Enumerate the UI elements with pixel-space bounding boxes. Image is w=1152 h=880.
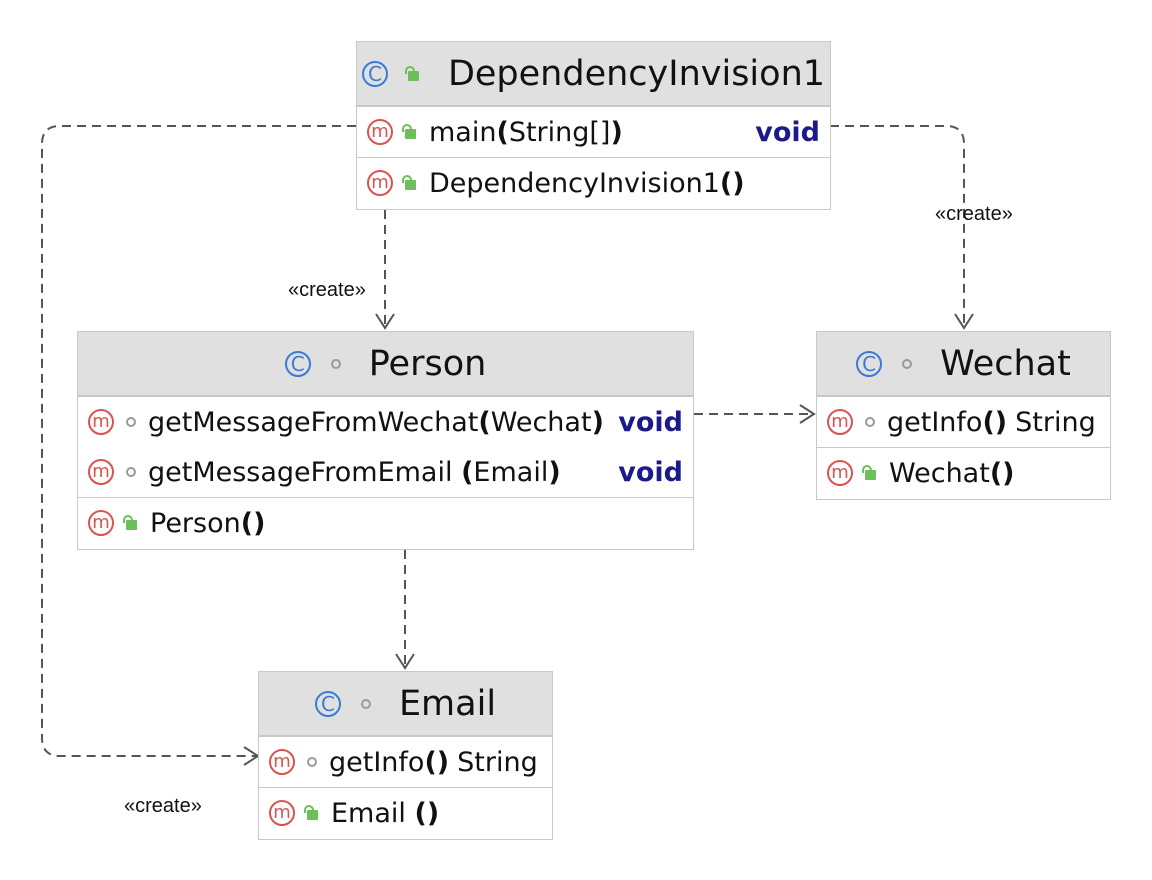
package-visibility-icon xyxy=(126,467,136,477)
class-header: C DependencyInvision1 xyxy=(357,42,830,106)
constructor-name: DependencyInvision1 xyxy=(429,167,720,199)
constructor-row[interactable]: m DependencyInvision1() xyxy=(357,158,830,208)
method-params: String[] xyxy=(508,116,611,148)
class-header: C Wechat xyxy=(817,332,1110,396)
class-dependencyinvision1[interactable]: C DependencyInvision1 m main(String[]) v… xyxy=(356,41,831,210)
class-wechat[interactable]: C Wechat m getInfo() String m Wechat() xyxy=(816,331,1111,500)
edge-dependency-to-email xyxy=(41,125,356,757)
edge-arrowhead xyxy=(375,313,395,330)
public-visibility-icon xyxy=(861,465,877,481)
class-email[interactable]: C Email m getInfo() String m Email () xyxy=(258,671,553,840)
public-visibility-icon xyxy=(122,515,138,531)
class-header: C Person xyxy=(78,332,693,396)
methods-section: m getInfo() String xyxy=(817,396,1110,447)
package-visibility-icon xyxy=(330,358,341,369)
edge-label-create-person: «create» xyxy=(288,279,366,301)
parens: () xyxy=(414,797,440,829)
package-visibility-icon xyxy=(360,698,371,709)
method-icon: m xyxy=(88,409,114,435)
method-row[interactable]: m getInfo() String xyxy=(817,397,1110,447)
class-name: Wechat xyxy=(940,343,1071,384)
class-name: Email xyxy=(398,683,497,724)
close-paren: ) xyxy=(548,456,561,488)
method-row[interactable]: m main(String[]) void xyxy=(357,107,830,157)
method-icon: m xyxy=(88,510,114,536)
parens: () xyxy=(240,507,266,539)
method-return-type: String xyxy=(457,746,538,778)
edge-label-create-wechat: «create» xyxy=(935,203,1013,225)
constructors-section: m Wechat() xyxy=(817,447,1110,498)
methods-section: m getInfo() String xyxy=(259,736,552,787)
class-header: C Email xyxy=(259,672,552,736)
public-visibility-icon xyxy=(404,65,420,82)
edge-label-create-email: «create» xyxy=(124,795,202,817)
constructor-name: Person xyxy=(150,507,241,539)
method-icon: m xyxy=(88,459,114,485)
method-icon: m xyxy=(367,170,393,196)
close-paren: ) xyxy=(610,116,623,148)
method-icon: m xyxy=(827,409,853,435)
method-row[interactable]: m getInfo() String xyxy=(259,737,552,787)
open-paren: ( xyxy=(461,456,474,488)
method-name: getMessageFromWechat xyxy=(148,406,479,438)
method-name: main xyxy=(429,116,497,148)
constructor-name: Email xyxy=(331,797,415,829)
constructor-row[interactable]: m Person() xyxy=(78,498,693,548)
edge-dependency-to-wechat xyxy=(830,125,965,326)
method-icon: m xyxy=(367,119,393,145)
public-visibility-icon xyxy=(401,175,417,191)
class-icon: C xyxy=(284,350,311,377)
package-visibility-icon xyxy=(307,757,317,767)
package-visibility-icon xyxy=(865,417,875,427)
constructor-row[interactable]: m Wechat() xyxy=(817,448,1110,498)
class-icon: C xyxy=(314,690,341,717)
method-params: Wechat xyxy=(490,406,592,438)
open-paren: ( xyxy=(496,116,509,148)
edge-arrowhead xyxy=(395,653,415,670)
method-name: getMessageFromEmail xyxy=(148,456,462,488)
constructors-section: m DependencyInvision1() xyxy=(357,157,830,208)
class-name: DependencyInvision1 xyxy=(447,53,826,94)
method-return-type: String xyxy=(1015,406,1096,438)
methods-section: m main(String[]) void xyxy=(357,106,830,157)
close-paren: ) xyxy=(591,406,604,438)
constructors-section: m Person() xyxy=(78,497,693,548)
method-icon: m xyxy=(827,460,853,486)
package-visibility-icon xyxy=(126,417,136,427)
method-return-type: void xyxy=(755,116,820,148)
method-row[interactable]: m getMessageFromWechat(Wechat) void xyxy=(78,397,693,447)
methods-section: m getMessageFromWechat(Wechat) void m ge… xyxy=(78,396,693,497)
parens: () xyxy=(424,746,450,778)
class-icon: C xyxy=(361,60,388,87)
parens: () xyxy=(982,406,1008,438)
edge-arrowhead xyxy=(799,404,816,424)
method-params: Email xyxy=(473,456,549,488)
method-icon: m xyxy=(269,800,295,826)
parens: () xyxy=(989,457,1015,489)
class-name: Person xyxy=(368,343,487,384)
constructor-row[interactable]: m Email () xyxy=(259,788,552,838)
package-visibility-icon xyxy=(902,358,913,369)
class-person[interactable]: C Person m getMessageFromWechat(Wechat) … xyxy=(77,331,694,550)
constructor-name: Wechat xyxy=(889,457,990,489)
method-return-type: void xyxy=(618,456,683,488)
method-return-type: void xyxy=(618,406,683,438)
edge-arrowhead xyxy=(954,313,974,330)
method-name: getInfo xyxy=(329,746,425,778)
public-visibility-icon xyxy=(401,124,417,140)
parens: () xyxy=(719,167,745,199)
class-icon: C xyxy=(856,350,883,377)
public-visibility-icon xyxy=(303,805,319,821)
method-name: getInfo xyxy=(887,406,983,438)
method-icon: m xyxy=(269,749,295,775)
constructors-section: m Email () xyxy=(259,787,552,838)
open-paren: ( xyxy=(478,406,491,438)
method-row[interactable]: m getMessageFromEmail (Email) void xyxy=(78,447,693,497)
